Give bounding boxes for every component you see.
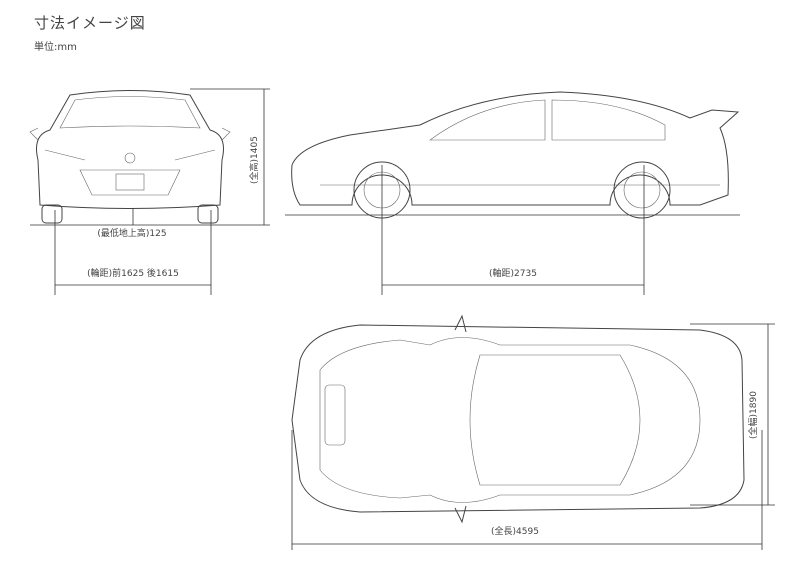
unit-label: 単位:mm [34,42,77,53]
overall-length-label: (全長)4595 [491,525,539,537]
front-view-car [29,90,231,224]
page-title: 寸法イメージ図 [34,14,146,32]
side-view-car [291,91,740,219]
top-view-car [291,314,745,524]
wheelbase-label: (軸距)2735 [489,267,537,279]
tread-label: (輪距)前1625 後1615 [87,267,179,279]
overall-height-label: (全高)1405 [248,136,260,184]
ground-clearance-label: (最低地上高)125 [97,227,166,239]
overall-width-label: (全幅)1890 [747,391,759,439]
